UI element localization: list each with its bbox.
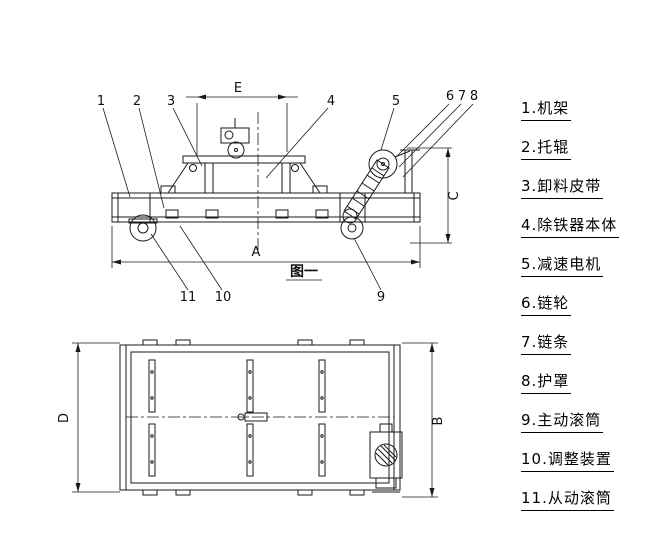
legend-item-discharge-belt: 3.卸料皮带 (521, 175, 604, 199)
dimension-label-d: D (57, 413, 72, 423)
callout-2: 2 (133, 94, 141, 109)
dimension-lines (72, 94, 452, 498)
callout-6: 6 (446, 89, 454, 104)
callout-1: 1 (97, 94, 105, 109)
callout-4: 4 (327, 94, 335, 109)
dimension-label-c: C (447, 191, 462, 200)
callout-9: 9 (377, 290, 385, 305)
plan-motor (369, 423, 403, 493)
legend-item-adjuster: 10.调整装置 (521, 448, 614, 472)
dimension-label-b: B (431, 417, 446, 426)
legend-item-sprocket: 6.链轮 (521, 292, 572, 316)
legend-item-guard: 8.护罩 (521, 370, 572, 394)
legend-item-frame: 1.机架 (521, 97, 572, 121)
figure-caption: 图一 (290, 264, 318, 280)
dimension-label-a: A (252, 245, 261, 260)
callout-leaders (102, 103, 474, 291)
technical-drawing: E C A 图一 D B 1 2 3 4 5 6 7 8 9 10 11 (57, 81, 478, 498)
callout-5: 5 (392, 94, 400, 109)
legend-item-idler: 2.托辊 (521, 136, 572, 160)
top-gauge (220, 118, 250, 159)
side-view (111, 112, 421, 252)
dimension-label-e: E (234, 81, 242, 96)
legend-item-iron-remover-body: 4.除铁器本体 (521, 214, 620, 238)
drive-drum (340, 216, 364, 240)
parts-legend: 1.机架 2.托辊 3.卸料皮带 4.除铁器本体 5.减速电机 6.链轮 7.链… (521, 97, 620, 526)
legend-item-chain: 7.链条 (521, 331, 572, 355)
callout-10: 10 (215, 290, 232, 305)
callout-11: 11 (180, 290, 197, 305)
iron-remover-body (160, 155, 328, 194)
callout-7: 7 (458, 89, 466, 104)
gear-motor-and-chain (342, 149, 411, 224)
legend-item-gear-motor: 5.减速电机 (521, 253, 604, 277)
callout-8: 8 (470, 89, 478, 104)
legend-item-driven-drum: 11.从动滚筒 (521, 487, 614, 511)
legend-item-drive-drum: 9.主动滚筒 (521, 409, 604, 433)
callout-3: 3 (167, 94, 175, 109)
plan-view (119, 339, 403, 496)
driven-drum (128, 214, 158, 242)
